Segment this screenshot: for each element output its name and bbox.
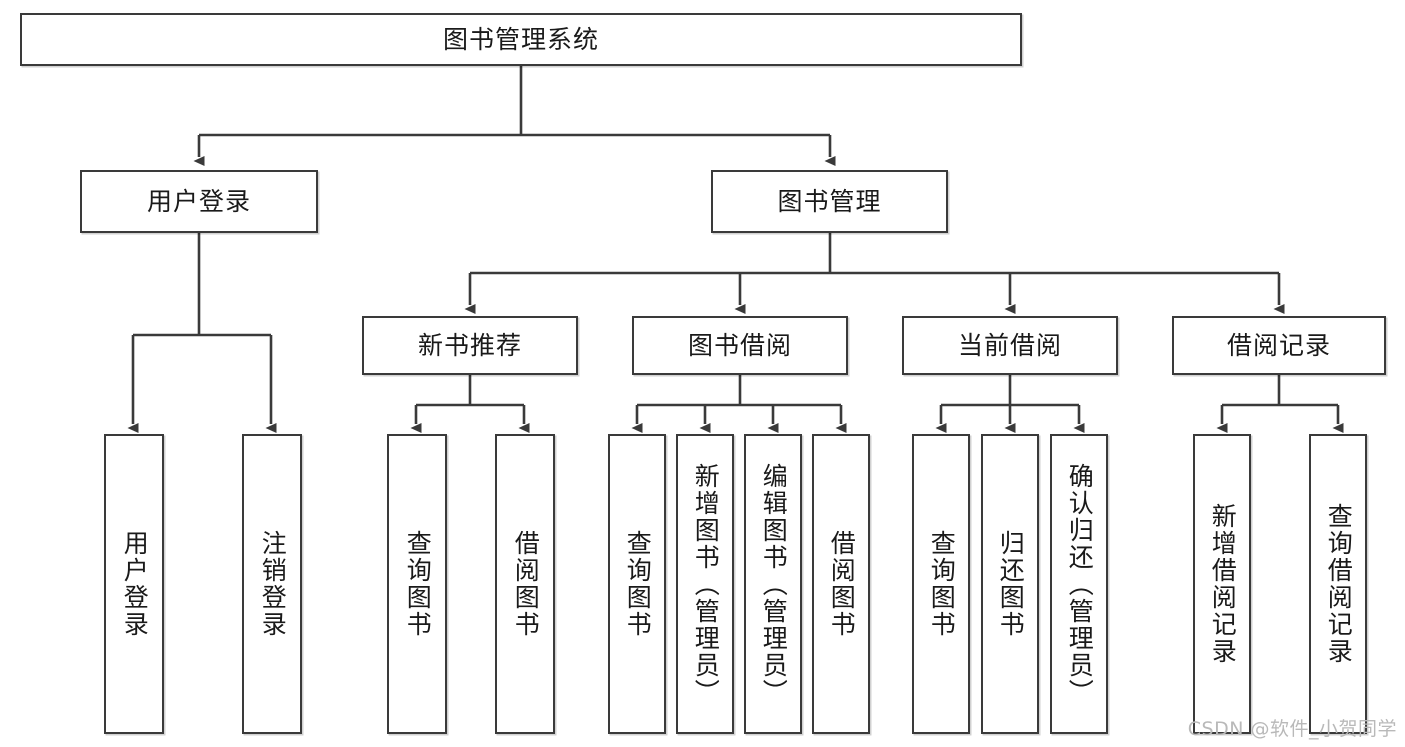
leaf-bookborrow-query-book-label: 查询图书 — [623, 530, 653, 638]
leaf-bookborrow-borrow-book-label: 借阅图书 — [827, 530, 857, 638]
leaf-user-login[interactable]: 用户登录 — [104, 434, 164, 734]
leaf-bookborrow-add-book[interactable]: 新增图书（管理员） — [676, 434, 734, 734]
leaf-bookborrow-add-book-label: 新增图书（管理员） — [691, 462, 721, 706]
leaf-bookborrow-edit-book[interactable]: 编辑图书（管理员） — [744, 434, 802, 734]
watermark-text: CSDN @软件_小贺同学 — [1187, 718, 1397, 740]
leaf-newbook-borrow-book-label: 借阅图书 — [511, 530, 541, 638]
leaf-borrowrecord-query-record-label: 查询借阅记录 — [1324, 503, 1354, 665]
node-borrow-record-label: 借阅记录 — [1226, 330, 1331, 360]
leaf-borrowrecord-query-record[interactable]: 查询借阅记录 — [1309, 434, 1367, 734]
node-book-manage[interactable]: 图书管理 — [711, 170, 948, 233]
leaf-currentborrow-return-book[interactable]: 归还图书 — [981, 434, 1039, 734]
leaf-bookborrow-query-book[interactable]: 查询图书 — [608, 434, 666, 734]
leaf-currentborrow-confirm-return[interactable]: 确认归还（管理员） — [1050, 434, 1108, 734]
leaf-currentborrow-return-book-label: 归还图书 — [996, 530, 1026, 638]
node-book-manage-label: 图书管理 — [777, 186, 882, 216]
leaf-newbook-borrow-book[interactable]: 借阅图书 — [495, 434, 555, 734]
leaf-borrowrecord-add-record[interactable]: 新增借阅记录 — [1193, 434, 1251, 734]
leaf-bookborrow-borrow-book[interactable]: 借阅图书 — [812, 434, 870, 734]
leaf-newbook-query-book[interactable]: 查询图书 — [387, 434, 447, 734]
leaf-user-login-label: 用户登录 — [120, 530, 150, 638]
leaf-bookborrow-edit-book-label: 编辑图书（管理员） — [759, 462, 789, 706]
node-user-login-label: 用户登录 — [146, 186, 251, 216]
node-book-borrow-label: 图书借阅 — [687, 330, 792, 360]
node-root-label: 图书管理系统 — [442, 24, 599, 54]
leaf-logout-label: 注销登录 — [258, 530, 288, 638]
node-borrow-record[interactable]: 借阅记录 — [1172, 316, 1386, 375]
node-new-book-recommend-label: 新书推荐 — [417, 330, 522, 360]
leaf-logout[interactable]: 注销登录 — [242, 434, 302, 734]
node-current-borrow-label: 当前借阅 — [957, 330, 1062, 360]
node-new-book-recommend[interactable]: 新书推荐 — [362, 316, 578, 375]
node-book-borrow[interactable]: 图书借阅 — [632, 316, 848, 375]
node-current-borrow[interactable]: 当前借阅 — [902, 316, 1118, 375]
node-root[interactable]: 图书管理系统 — [20, 13, 1022, 66]
node-user-login[interactable]: 用户登录 — [80, 170, 318, 233]
leaf-currentborrow-query-book[interactable]: 查询图书 — [912, 434, 970, 734]
leaf-newbook-query-book-label: 查询图书 — [403, 530, 433, 638]
leaf-currentborrow-confirm-return-label: 确认归还（管理员） — [1065, 462, 1095, 706]
leaf-borrowrecord-add-record-label: 新增借阅记录 — [1208, 503, 1238, 665]
leaf-currentborrow-query-book-label: 查询图书 — [927, 530, 957, 638]
